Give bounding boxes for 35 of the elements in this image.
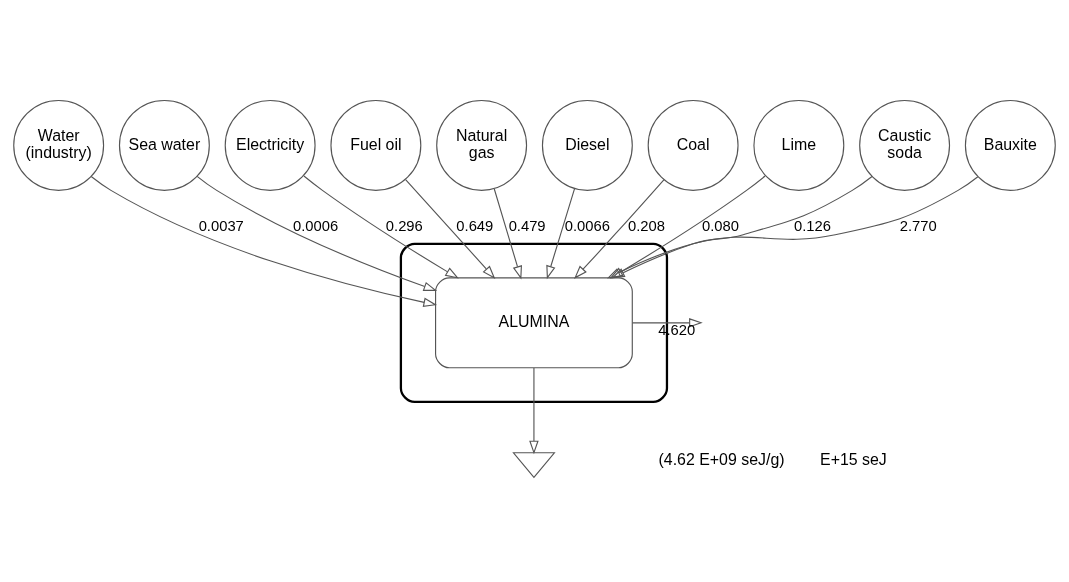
edge-label: 0.479 xyxy=(508,217,546,234)
edge-label: 0.0006 xyxy=(293,217,339,234)
node-circle: Diesel xyxy=(541,100,633,191)
label: (4.62 E+09 seJ/g) xyxy=(658,451,785,469)
arrow xyxy=(611,175,873,279)
edge-label: 0.0037 xyxy=(198,217,244,234)
arrow xyxy=(606,176,979,279)
arrow xyxy=(609,175,766,279)
arrow xyxy=(529,367,539,455)
node-circle: Fuel oil xyxy=(330,100,422,191)
node-circle: Sea water xyxy=(118,100,210,191)
label: E+15 seJ xyxy=(820,451,887,469)
arrow xyxy=(303,175,459,279)
edge-label: 2.770 xyxy=(899,217,937,234)
edge-label: 0.080 xyxy=(701,217,739,234)
node-circle: Electricity xyxy=(224,100,316,191)
node-circle: Natural gas xyxy=(436,100,528,191)
arrow xyxy=(90,176,438,307)
node-circle: Water (industry) xyxy=(13,100,105,191)
arrow xyxy=(574,179,665,279)
node-ground xyxy=(512,452,556,479)
arrow xyxy=(196,175,438,291)
edge-label: 0.126 xyxy=(794,217,831,234)
arrow xyxy=(405,178,496,279)
node-circle: Lime xyxy=(753,100,845,191)
node-circle: Coal xyxy=(647,100,739,191)
node-box: ALUMINA xyxy=(435,277,633,369)
arrow xyxy=(493,188,522,280)
node-circle: Caustic soda xyxy=(859,100,951,191)
edge-label: 0.296 xyxy=(385,217,423,234)
edge-label: 0.649 xyxy=(456,217,494,234)
arrow xyxy=(546,187,576,280)
node-circle: Bauxite xyxy=(964,100,1056,191)
edge-label: 0.208 xyxy=(628,217,665,234)
edge-label: 0.0066 xyxy=(564,217,610,234)
